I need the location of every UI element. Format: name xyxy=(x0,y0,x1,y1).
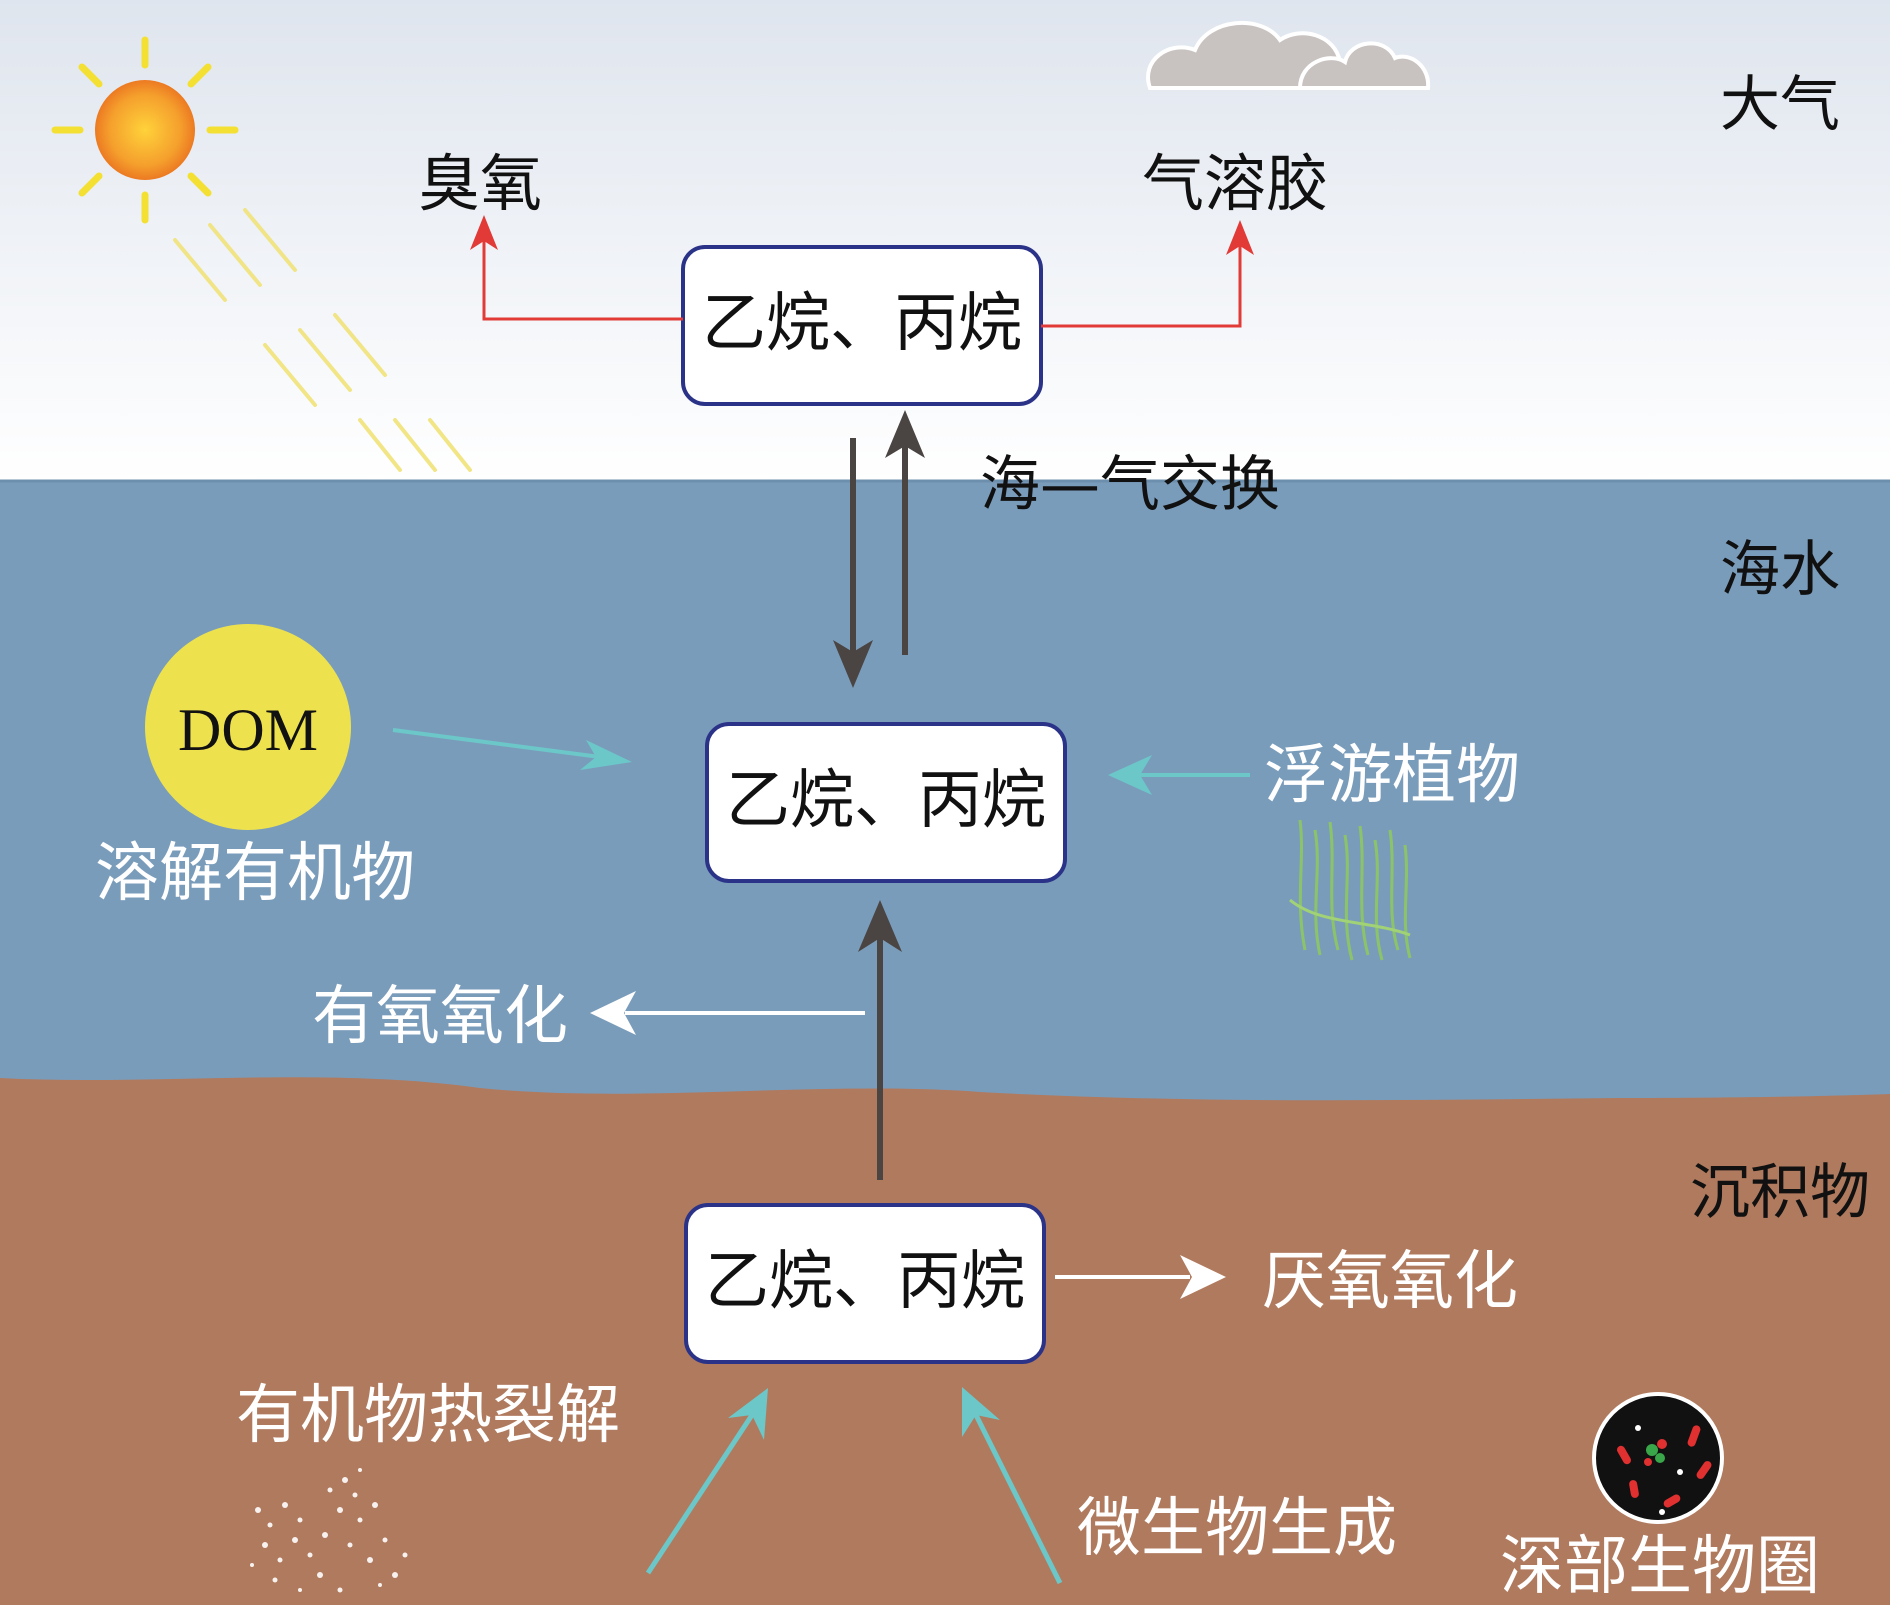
atmosphere-compound-box: 乙烷、丙烷 xyxy=(681,245,1043,406)
phytoplankton-input-arrow xyxy=(1108,755,1250,795)
seawater-compound-box: 乙烷、丙烷 xyxy=(705,722,1067,883)
cloud-icon xyxy=(1146,20,1431,90)
seawater-zone-label: 海水 xyxy=(1720,535,1840,605)
arrow-to-aerosol xyxy=(1041,226,1244,328)
deep-biosphere-icon xyxy=(1592,1392,1724,1524)
ozone-label: 臭氧 xyxy=(418,147,542,220)
dom-input-arrow xyxy=(392,728,632,770)
sea-air-exchange-arrows xyxy=(833,410,925,688)
aerosol-arrowhead xyxy=(1226,220,1254,255)
phytoplankton-icon xyxy=(1289,819,1412,961)
sediment-to-seawater-arrow xyxy=(858,900,902,1180)
sun-icon xyxy=(51,36,472,472)
seawater-compound-text: 乙烷、丙烷 xyxy=(726,764,1046,838)
sediment-zone-label: 沉积物 xyxy=(1690,1158,1870,1228)
anaerobic-oxidation-arrow xyxy=(1055,1255,1226,1299)
aerobic-oxidation-label: 有氧氧化 xyxy=(312,980,568,1054)
sediment-compound-text: 乙烷、丙烷 xyxy=(705,1245,1025,1319)
phytoplankton-label: 浮游植物 xyxy=(1264,739,1520,813)
aerobic-oxidation-arrow xyxy=(590,991,865,1035)
deep-biosphere-label: 深部生物圈 xyxy=(1500,1530,1820,1604)
atmosphere-zone xyxy=(0,0,1890,482)
ozone-arrowhead xyxy=(470,215,498,250)
dom-acronym-label: DOM xyxy=(178,697,318,763)
organic-matter-particles-icon xyxy=(250,1468,408,1593)
thermal-cracking-arrow xyxy=(645,1388,768,1575)
microbial-generation-arrow xyxy=(962,1387,1063,1585)
atmosphere-zone-label: 大气 xyxy=(1720,70,1840,140)
aerosol-label: 气溶胶 xyxy=(1142,147,1328,220)
anaerobic-oxidation-label: 厌氧氧化 xyxy=(1262,1245,1518,1319)
dom-name-label: 溶解有机物 xyxy=(95,837,415,911)
thermal-cracking-label: 有机物热裂解 xyxy=(236,1379,620,1453)
sea-air-exchange-label: 海—气交换 xyxy=(980,450,1280,520)
arrow-to-ozone xyxy=(480,221,683,321)
dom-circle: DOM xyxy=(145,624,351,830)
microbial-generation-label: 微生物生成 xyxy=(1077,1492,1397,1566)
atmosphere-compound-text: 乙烷、丙烷 xyxy=(702,287,1022,361)
sediment-compound-box: 乙烷、丙烷 xyxy=(684,1203,1046,1364)
